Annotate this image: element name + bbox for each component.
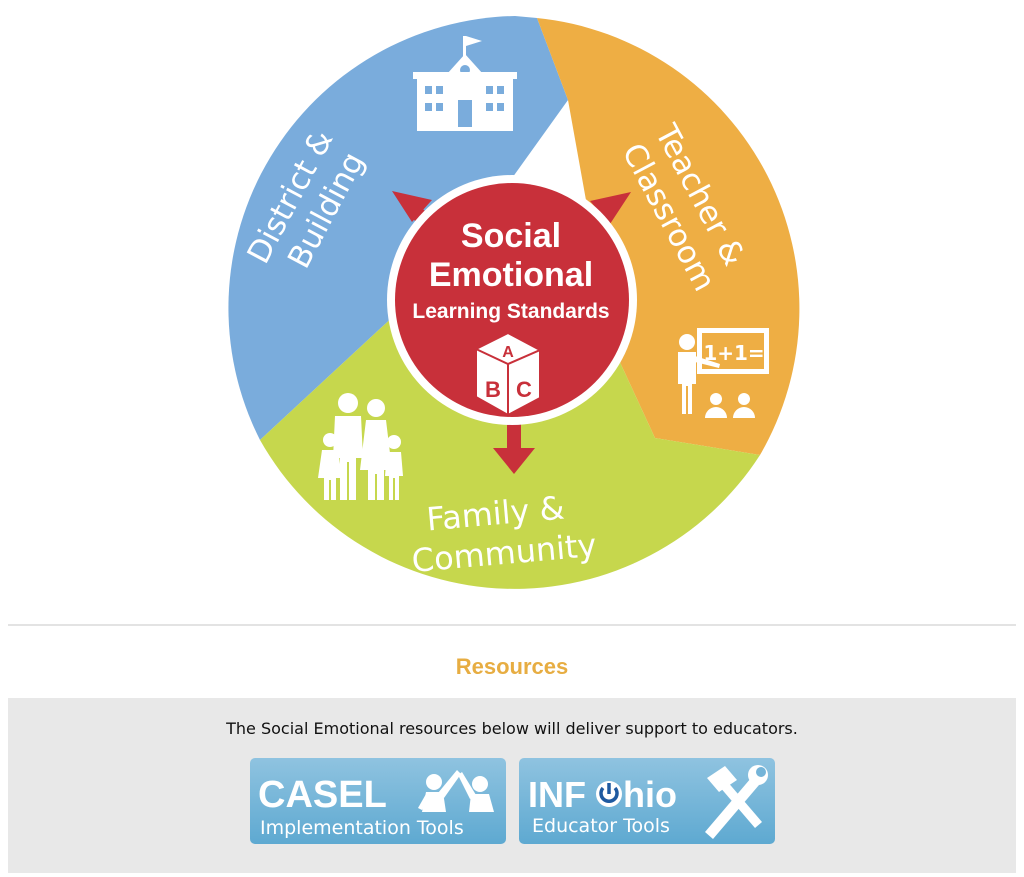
family-icon (318, 393, 403, 500)
wrench-hammer-icon (705, 765, 768, 839)
block-letter-c: C (516, 377, 532, 402)
casel-button-title: CASEL (258, 774, 387, 816)
infohio-educator-tools-button[interactable]: INF hio Educator Tools (519, 758, 775, 844)
infohio-title-pre: INF (528, 774, 586, 815)
power-o-icon (596, 781, 622, 807)
infohio-button-subtitle: Educator Tools (532, 815, 670, 837)
teacher-classroom-icon: 1+1= (678, 328, 769, 418)
section-divider (8, 624, 1016, 626)
infohio-title-post: hio (623, 774, 677, 815)
block-letter-b: B (485, 377, 501, 402)
board-text: 1+1= (703, 341, 764, 365)
casel-button-graphic: CASEL Implementation Tools (258, 770, 494, 839)
abc-block-icon: A B C (473, 331, 543, 417)
casel-implementation-tools-button[interactable]: CASEL Implementation Tools (250, 758, 506, 844)
resources-panel: The Social Emotional resources below wil… (8, 698, 1016, 873)
center-circle-fill (395, 183, 629, 417)
resources-heading: Resources (455, 654, 569, 679)
sel-diagram: 1+1= District & Building Teacher & Class… (228, 16, 800, 589)
center-title-line2: Emotional (429, 256, 593, 294)
resources-description: The Social Emotional resources below wil… (226, 719, 798, 738)
high-five-icon (418, 770, 494, 812)
infohio-button-graphic: INF hio Educator Tools (528, 765, 768, 839)
center-subtitle: Learning Standards (412, 300, 609, 323)
block-letter-a: A (502, 344, 514, 361)
center-title-line1: Social (461, 217, 561, 255)
school-building-icon (413, 36, 517, 131)
casel-button-subtitle: Implementation Tools (260, 817, 464, 839)
